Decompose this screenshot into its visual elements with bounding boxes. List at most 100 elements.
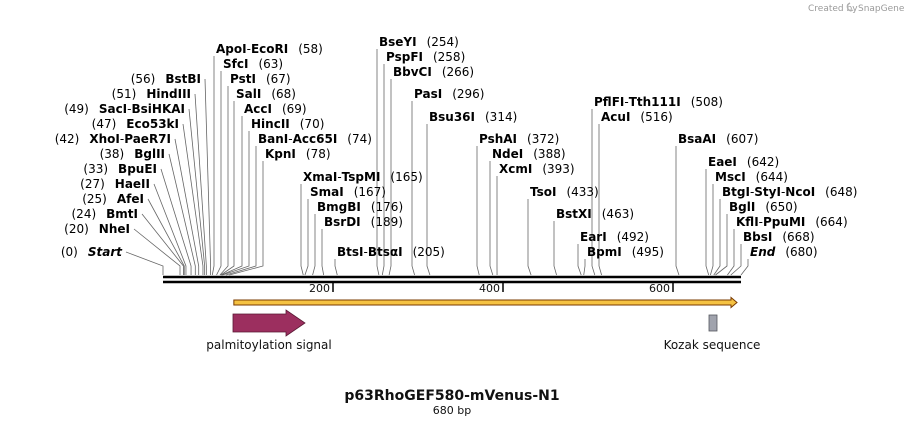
credit-brand: SnapGene [858, 4, 905, 14]
site-bpuei-position: (33) [83, 162, 108, 176]
site-sali-leader [220, 101, 235, 276]
site-hindiii-leader [194, 93, 207, 275]
site-bbsi-position: (668) [782, 230, 814, 244]
site-tsoi-name: TsoI [530, 185, 556, 199]
site-xhoi-leader [174, 138, 200, 275]
site-xcmi: XcmI(393) [499, 162, 575, 176]
site-start-position: (0) [61, 245, 78, 259]
site-psti-leader [219, 86, 229, 276]
site-xcmi-name: XcmI [499, 162, 532, 176]
snapgene-logo-icon [846, 2, 854, 12]
site-hincii-position: (70) [300, 117, 325, 131]
site-hindiii-position: (51) [112, 87, 137, 101]
site-afei-leader [147, 198, 185, 275]
site-bstxi: BstXI(463) [556, 207, 634, 221]
site-bani: BanI - Acc65I(74) [258, 132, 372, 146]
kozak-sequence-box [708, 314, 718, 332]
site-bsu36i-position: (314) [485, 110, 517, 124]
site-hincii-name: HincII [251, 117, 290, 131]
site-bsrdi-name: BsrDI [324, 215, 361, 229]
site-xmai-leader [300, 184, 304, 276]
site-tsoi: TsoI(433) [530, 185, 599, 199]
site-bpuei-leader [160, 168, 192, 275]
site-kpni-position: (78) [306, 147, 331, 161]
site-kfli-position: (664) [815, 215, 847, 229]
site-start: (0) Start [61, 245, 123, 259]
site-bseyi: BseYI (254) [379, 35, 459, 49]
site-bgli: BglI(650) [729, 200, 798, 214]
site-pflfi: PflFI - Tth111I(508) [594, 95, 723, 109]
site-xmai-name2: TspMI [342, 170, 381, 184]
site-haeii: (27)HaeII [80, 177, 150, 191]
site-bgli-leader [715, 214, 728, 276]
site-pspfi-position: (258) [433, 50, 465, 64]
site-msci-position: (644) [756, 170, 788, 184]
site-xhoi-position: (42) [55, 132, 80, 146]
site-ndei-leader [489, 161, 494, 276]
site-bseyi-name: BseYI [379, 35, 417, 49]
site-afei-position: (25) [82, 192, 107, 206]
site-eco53ki-leader [182, 123, 204, 275]
site-sali-position: (68) [271, 87, 296, 101]
site-bseyi-position: (254) [427, 35, 459, 49]
site-apoi: ApoI - EcoRI(58) [216, 42, 323, 56]
site-smai-position: (167) [354, 185, 386, 199]
site-bstxi-leader [553, 221, 557, 276]
site-saci-sep: - [127, 102, 131, 116]
site-btgi: BtgI - StyI - NcoI(648) [722, 185, 857, 199]
site-pasi-leader [411, 101, 415, 276]
site-bbvci-name: BbvCI [393, 65, 432, 79]
site-bstxi-position: (463) [602, 207, 634, 221]
site-bmti-leader [141, 213, 184, 275]
site-bsrdi: BsrDI (189) [324, 215, 403, 229]
site-btgi-name2: StyI [754, 185, 781, 199]
kozak-sequence-label: Kozak sequence [664, 338, 761, 352]
site-bpuei-name: BpuEI [118, 162, 157, 176]
site-bmti-name: BmtI [106, 207, 138, 221]
site-ndei: NdeI(388) [492, 147, 566, 161]
tick-label-600: 600 [649, 282, 670, 295]
site-bpuei: (33) BpuEI [83, 162, 157, 176]
site-btsi-name2: BtsαI [368, 245, 403, 259]
site-apoi-name: ApoI [216, 42, 247, 56]
site-pspfi-leader [381, 64, 385, 276]
site-psti-position: (67) [266, 72, 291, 86]
site-haeii-leader [153, 183, 187, 275]
site-hindiii: (51) HindIII [112, 87, 191, 101]
site-start-name: Start [88, 245, 123, 259]
credit-prefix: Created by [808, 4, 858, 14]
site-btsi-name: BtsI [337, 245, 364, 259]
site-btgi-position: (648) [825, 185, 857, 199]
site-btsi: BtsI - BtsαI(205) [337, 245, 445, 259]
site-bsaai-position: (607) [726, 132, 758, 146]
site-bbsi-name: BbsI [743, 230, 772, 244]
site-psti-name: PstI [230, 72, 256, 86]
site-eco53ki-position: (47) [92, 117, 117, 131]
site-acci-name: AccI [244, 102, 272, 116]
site-end-leader [740, 259, 749, 276]
site-pspfi-name: PspFI [386, 50, 423, 64]
site-eaei: EaeI(642) [708, 155, 779, 169]
site-kpni-leader [229, 161, 264, 276]
site-btsi-sep: - [364, 245, 368, 259]
site-bsrdi-position: (189) [371, 215, 403, 229]
site-bpmi-name: BpmI [587, 245, 622, 259]
site-bstbi-position: (56) [131, 72, 156, 86]
site-hincii: HincII (70) [251, 117, 324, 131]
site-leader-lines [125, 49, 749, 276]
site-bgli-position: (650) [765, 200, 797, 214]
site-xmai: XmaI - TspMI(165) [303, 170, 423, 184]
site-pasi-name: PasI [414, 87, 442, 101]
site-saci-name: SacI [99, 102, 127, 116]
site-bbvci-position: (266) [442, 65, 474, 79]
site-bbvci-leader [388, 79, 392, 276]
site-msci-leader [710, 184, 714, 276]
site-bani-name2: Acc65I [293, 132, 338, 146]
site-xhoi-name: XhoI [89, 132, 120, 146]
site-end-position: (680) [785, 245, 817, 259]
site-smai-name: SmaI [310, 185, 344, 199]
site-hindiii-name: HindIII [146, 87, 191, 101]
site-bstbi-leader [204, 78, 212, 275]
site-btgi-sep2: - [781, 185, 785, 199]
